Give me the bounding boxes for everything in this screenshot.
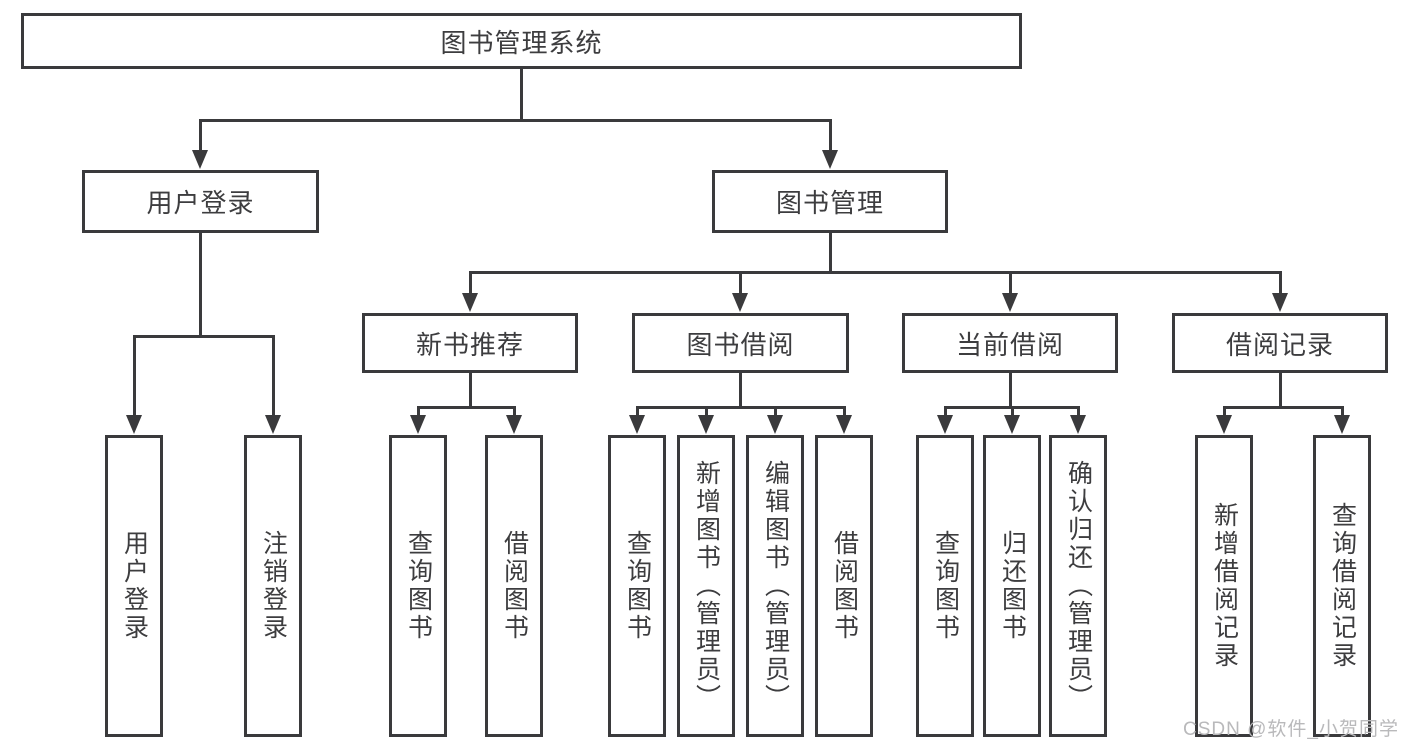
watermark: CSDN @软件_小贺同学 <box>1183 719 1399 740</box>
arrowhead-down-icon <box>1334 415 1350 434</box>
connector-arrow-stem <box>943 407 947 419</box>
connector-vertical-line <box>1008 373 1012 409</box>
node-edit-books-admin: 编辑图书（管理员） <box>746 435 804 737</box>
connector-vertical-line <box>198 233 202 338</box>
connector-horizontal-line <box>1222 405 1344 409</box>
node-query-books-current: 查询图书 <box>916 435 974 737</box>
arrowhead-down-icon <box>506 415 522 434</box>
arrowhead-down-icon <box>629 415 645 434</box>
connector-arrow-stem <box>828 120 832 154</box>
arrowhead-down-icon <box>192 150 208 169</box>
connector-arrow-stem <box>1340 407 1344 419</box>
node-user-login-action: 用户登录 <box>105 435 163 737</box>
connector-horizontal-line <box>635 405 846 409</box>
connector-arrow-stem <box>1278 272 1282 297</box>
connector-vertical-line <box>738 373 742 409</box>
node-library-management-system: 图书管理系统 <box>21 13 1022 69</box>
connector-arrow-stem <box>1008 272 1012 297</box>
connector-arrow-stem <box>1076 407 1080 419</box>
node-borrow-books-recommend: 借阅图书 <box>485 435 543 737</box>
connector-arrow-stem <box>842 407 846 419</box>
arrowhead-down-icon <box>265 415 281 434</box>
connector-horizontal-line <box>132 334 275 338</box>
connector-arrow-stem <box>1222 407 1226 419</box>
node-return-books: 归还图书 <box>983 435 1041 737</box>
node-query-borrowing-record: 查询借阅记录 <box>1313 435 1371 737</box>
node-book-management: 图书管理 <box>712 170 948 233</box>
connector-arrow-stem <box>198 120 202 154</box>
node-query-books-recommend: 查询图书 <box>389 435 447 737</box>
arrowhead-down-icon <box>836 415 852 434</box>
connector-arrow-stem <box>704 407 708 419</box>
arrowhead-down-icon <box>767 415 783 434</box>
arrowhead-down-icon <box>1004 415 1020 434</box>
arrowhead-down-icon <box>1272 293 1288 312</box>
node-borrow-books: 借阅图书 <box>815 435 873 737</box>
connector-arrow-stem <box>1010 407 1014 419</box>
node-book-borrowing: 图书借阅 <box>632 313 849 373</box>
node-query-books-borrowing: 查询图书 <box>608 435 666 737</box>
connector-arrow-stem <box>132 336 136 419</box>
node-confirm-return-admin: 确认归还（管理员） <box>1049 435 1107 737</box>
arrowhead-down-icon <box>126 415 142 434</box>
node-add-books-admin: 新增图书（管理员） <box>677 435 735 737</box>
connector-vertical-line <box>468 373 472 409</box>
arrowhead-down-icon <box>410 415 426 434</box>
connector-horizontal-line <box>416 405 516 409</box>
node-logout-action: 注销登录 <box>244 435 302 737</box>
node-user-login: 用户登录 <box>82 170 319 233</box>
node-new-book-recommendation: 新书推荐 <box>362 313 578 373</box>
arrowhead-down-icon <box>732 293 748 312</box>
arrowhead-down-icon <box>1002 293 1018 312</box>
connector-vertical-line <box>1278 373 1282 409</box>
connector-vertical-line <box>828 233 832 274</box>
connector-arrow-stem <box>635 407 639 419</box>
node-borrowing-records: 借阅记录 <box>1172 313 1388 373</box>
arrowhead-down-icon <box>1216 415 1232 434</box>
connector-horizontal-line <box>198 118 832 122</box>
connector-vertical-line <box>519 69 523 122</box>
connector-arrow-stem <box>512 407 516 419</box>
connector-arrow-stem <box>738 272 742 297</box>
connector-arrow-stem <box>271 336 275 419</box>
node-add-borrowing-record: 新增借阅记录 <box>1195 435 1253 737</box>
arrowhead-down-icon <box>698 415 714 434</box>
node-current-borrowing: 当前借阅 <box>902 313 1118 373</box>
connector-arrow-stem <box>468 272 472 297</box>
arrowhead-down-icon <box>1070 415 1086 434</box>
arrowhead-down-icon <box>937 415 953 434</box>
arrowhead-down-icon <box>822 150 838 169</box>
arrowhead-down-icon <box>462 293 478 312</box>
connector-arrow-stem <box>416 407 420 419</box>
connector-arrow-stem <box>773 407 777 419</box>
connector-horizontal-line <box>468 270 1282 274</box>
